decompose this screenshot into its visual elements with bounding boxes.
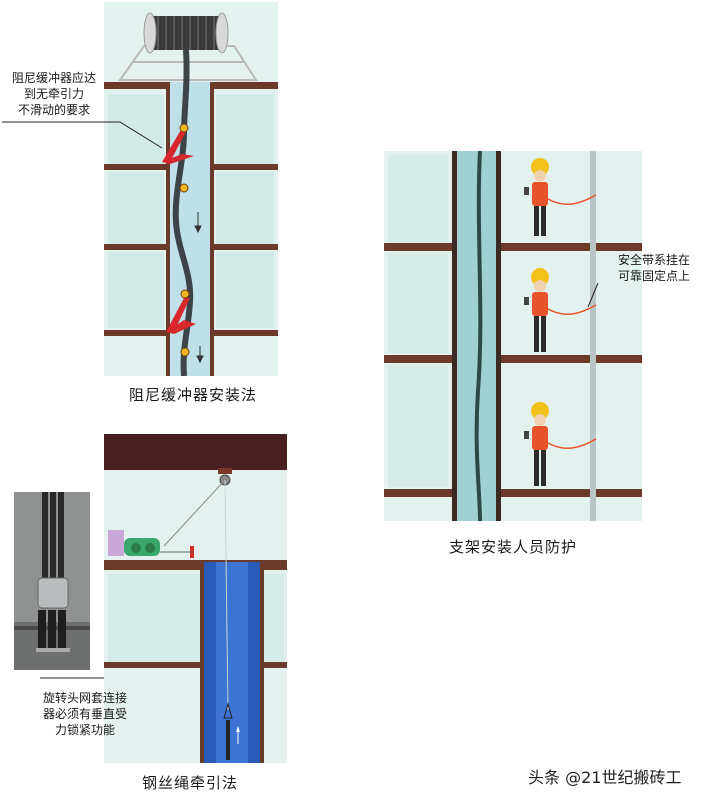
damper-note: 阻尼缓冲器应达 到无牵引力 不滑动的要求 <box>11 71 96 117</box>
support-note: 安全带系挂在 可靠固定点上 <box>617 253 690 283</box>
damper-method-illustration <box>104 2 278 376</box>
wire-method-illustration <box>104 434 287 763</box>
wire-caption: 钢丝绳牵引法 <box>141 774 238 792</box>
support-caption: 支架安装人员防护 <box>448 538 577 556</box>
worker-figure <box>524 158 597 486</box>
watermark: 头条 @21世纪搬砖工 <box>528 768 682 787</box>
support-protection-illustration <box>384 151 642 521</box>
wire-rope-photo <box>14 492 90 670</box>
damper-caption: 阻尼缓冲器安装法 <box>128 386 257 404</box>
wire-note: 旋转头网套连接 器必须有垂直受 力锁紧功能 <box>42 691 127 737</box>
